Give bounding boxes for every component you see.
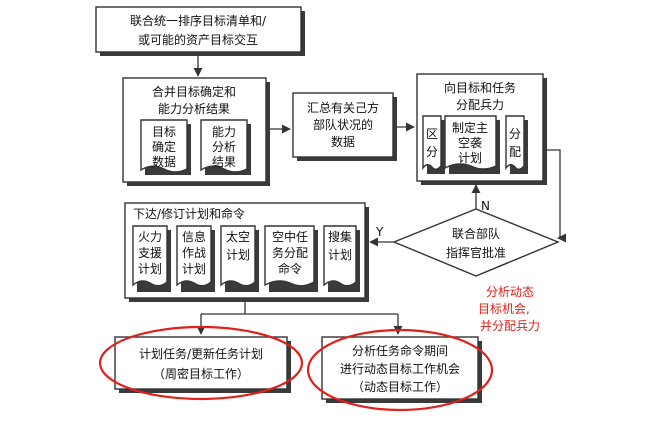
summary-line3: 数据 bbox=[331, 134, 355, 149]
assign-title-line1: 向目标和任务 bbox=[444, 80, 516, 95]
assign-doc2-line2: 空袭 bbox=[458, 135, 482, 150]
fire-doc-line3: 计划 bbox=[138, 262, 162, 276]
dynamic-line2: 进行动态目标工作机会 bbox=[340, 362, 460, 376]
distinguish-document bbox=[422, 115, 442, 171]
assign-doc2-line1: 制定主 bbox=[452, 120, 488, 135]
dynamic-annotation: 分析动态 目标机会, 并分配兵力 bbox=[478, 285, 540, 333]
assign-title-line2: 分配兵力 bbox=[456, 98, 504, 112]
dynamic-line3: （动态目标工作） bbox=[352, 380, 448, 394]
air-tasking-order-document bbox=[264, 225, 315, 287]
collect-doc-line2: 计划 bbox=[328, 248, 352, 262]
doc2-line1: 能力 bbox=[212, 125, 236, 139]
annotation-line1: 分析动态 bbox=[486, 285, 534, 299]
decision-line1: 联合部队 bbox=[452, 226, 500, 241]
doc2-line2: 分析 bbox=[212, 140, 236, 154]
top-process-box: 联合统一排序目标清单和/ 或可能的资产目标交互 bbox=[95, 6, 305, 56]
assign-doc3-line1: 分 bbox=[509, 127, 521, 141]
top-box-line2: 或可能的资产目标交互 bbox=[138, 32, 258, 47]
assign-doc2-line3: 计划 bbox=[458, 151, 482, 165]
orders-title: 下达/修订计划和命令 bbox=[133, 206, 245, 221]
fire-doc-line2: 支援 bbox=[138, 246, 162, 260]
annotation-line2: 目标机会, bbox=[478, 302, 530, 316]
doc1-line2: 确定 bbox=[152, 139, 176, 154]
doc1-line1: 目标 bbox=[152, 125, 176, 139]
summary-line1: 汇总有关己方 bbox=[307, 100, 379, 115]
space-plan-document bbox=[220, 225, 256, 287]
capability-analysis-document bbox=[200, 119, 248, 173]
top-box-line1: 联合统一排序目标清单和/ bbox=[130, 13, 267, 28]
merge-title-line2: 能力分析结果 bbox=[158, 102, 230, 116]
orders-split-line bbox=[201, 302, 398, 315]
no-label: N bbox=[481, 199, 490, 213]
info-doc-line3: 计划 bbox=[182, 262, 206, 276]
deliberate-line2: （周密目标工作） bbox=[153, 366, 249, 381]
summary-line2: 部队状况的 bbox=[313, 117, 373, 132]
assign-process-box: 向目标和任务 分配兵力 区 分 制定主 空袭 计划 分 配 bbox=[416, 73, 547, 185]
doc1-line3: 数据 bbox=[152, 154, 176, 169]
deliberate-highlight-ellipse bbox=[98, 325, 304, 401]
summary-process-box: 汇总有关己方 部队状况的 数据 bbox=[292, 92, 397, 161]
merge-title-line1: 合并目标确定和 bbox=[152, 84, 236, 99]
ato-doc-line2: 务分配 bbox=[272, 245, 308, 260]
fire-doc-line1: 火力 bbox=[138, 230, 162, 244]
dynamic-targeting-box: 分析任务命令期间 进行动态目标工作机会 （动态目标工作） bbox=[306, 328, 494, 412]
fire-support-plan-document bbox=[132, 225, 168, 287]
space-doc-line2: 计划 bbox=[226, 248, 250, 262]
annotation-line3: 并分配兵力 bbox=[480, 319, 540, 333]
assign-doc1-line2: 分 bbox=[426, 145, 438, 159]
ato-doc-line1: 空中任 bbox=[272, 229, 308, 244]
allocate-document bbox=[505, 115, 525, 171]
info-doc-line1: 信息 bbox=[182, 229, 206, 244]
merge-process-box: 合并目标确定和 能力分析结果 目标 确定 数据 能力 分析 结果 bbox=[122, 77, 270, 186]
deliberate-line1: 计划任务/更新任务计划 bbox=[139, 346, 263, 361]
space-doc-line1: 太空 bbox=[226, 229, 250, 244]
decision-diamond: 联合部队 指挥官批准 bbox=[392, 208, 560, 277]
assign-doc3-line2: 配 bbox=[509, 145, 521, 159]
target-data-document bbox=[140, 119, 188, 173]
deliberate-targeting-box: 计划任务/更新任务计划 （周密目标工作） bbox=[98, 325, 304, 401]
dynamic-highlight-ellipse bbox=[306, 328, 494, 412]
info-ops-plan-document bbox=[176, 225, 212, 287]
master-air-attack-plan-document bbox=[444, 115, 497, 170]
decision-line2: 指挥官批准 bbox=[446, 245, 506, 260]
arrow-assign-to-decision bbox=[543, 149, 567, 243]
yes-label: Y bbox=[375, 225, 384, 239]
assign-doc1-line1: 区 bbox=[426, 127, 438, 141]
dynamic-line1: 分析任务命令期间 bbox=[352, 343, 448, 358]
ato-doc-line3: 命令 bbox=[278, 261, 302, 276]
info-doc-line2: 作战 bbox=[182, 246, 206, 260]
orders-process-box: 下达/修订计划和命令 火力 支援 计划 信息 作战 计划 太空 计划 空中任 务… bbox=[124, 202, 369, 302]
collect-doc-line1: 搜集 bbox=[328, 229, 352, 244]
doc2-line3: 结果 bbox=[212, 155, 236, 169]
collection-plan-document bbox=[323, 225, 357, 287]
